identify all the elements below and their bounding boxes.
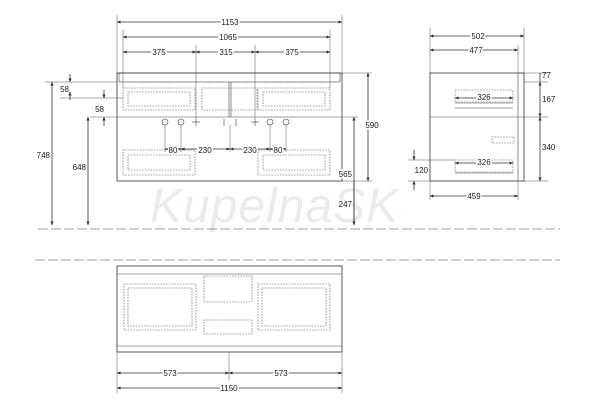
dim-pipe-right-b: 230 [243,146,257,155]
dim-front-mid-height: 648 [73,163,87,172]
pipe-icon [177,118,185,126]
dim-side-bottom-depth: 459 [467,192,481,201]
plan-view: 573 573 1150 [35,259,560,395]
dim-front-width: 1153 [221,18,239,27]
dim-front-lower-height: 565 [339,170,353,179]
dim-front-seg-left: 375 [152,48,166,57]
side-cabinet-outline [429,72,525,182]
dim-side-drawer-height-top: 167 [542,95,556,104]
dim-side-drawer-top: 326 [477,93,491,102]
plan-center-compartment [203,275,253,303]
plan-drawer-right [257,283,331,331]
dim-front-floor-gap: 247 [339,200,353,209]
dim-side-top-offset: 77 [542,71,551,80]
dim-front-seg-right: 375 [285,48,299,57]
plan-cabinet-outline [116,265,343,353]
dim-front-seg-mid: 315 [219,48,233,57]
side-view: 502 477 326 326 77 167 340 120 459 [408,28,556,203]
dim-pipe-left-a: 80 [169,146,178,155]
front-cabinet-outline [116,72,343,182]
dim-side-drawer-bottom: 326 [477,158,491,167]
dim-front-total-height: 748 [37,151,51,160]
dim-front-left-mid: 58 [95,105,104,114]
side-upper-drawer [454,89,514,103]
front-upper-drawer-center [201,87,258,111]
dim-front-left-top: 58 [60,85,69,94]
dim-front-inner-width: 1065 [219,33,237,42]
dim-side-drawer-height-bottom: 340 [542,143,556,152]
front-lower-drawer-right [257,149,331,176]
front-countertop [118,72,341,83]
dim-side-depth: 502 [471,32,485,41]
pipe-icon [161,118,169,126]
side-lower-drawer [454,159,514,173]
dim-plan-seg-left: 573 [163,369,177,378]
pipe-icon [282,118,290,126]
front-lower-drawer-left [122,149,196,176]
dim-front-body-height: 590 [365,121,379,130]
watermark: KupelnaSK [150,180,400,233]
front-upper-drawer-right [257,87,331,111]
dim-side-inner-depth: 477 [469,46,483,55]
front-upper-drawer-left [122,87,196,111]
dim-plan-seg-right: 573 [274,369,288,378]
front-view: 1153 1065 375 315 375 58 58 748 648 [37,15,560,230]
dim-pipe-right-a: 80 [274,146,283,155]
plan-drawer-left [123,283,197,331]
dim-side-base-offset: 120 [415,166,429,175]
pipe-icon [266,118,274,126]
dim-pipe-left-b: 230 [198,146,212,155]
dim-plan-width: 1150 [220,384,238,393]
